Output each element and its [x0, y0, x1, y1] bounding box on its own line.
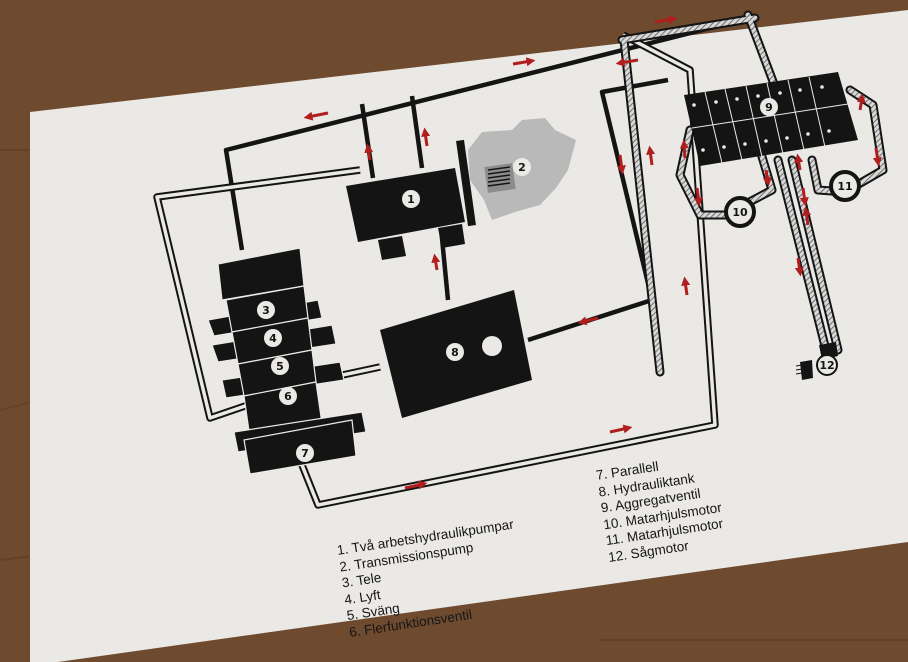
- pipe-main-top: [223, 15, 751, 251]
- arrow: [856, 93, 866, 111]
- arrow: [431, 253, 441, 271]
- badge-2: 2: [513, 158, 531, 176]
- arrow: [681, 276, 691, 296]
- badge-12: 12: [816, 354, 838, 376]
- svg-text:1: 1: [407, 193, 415, 206]
- arrow: [872, 147, 882, 167]
- arrow: [646, 145, 656, 166]
- arrow: [802, 206, 812, 226]
- svg-text:2: 2: [518, 161, 526, 174]
- arrow: [693, 187, 703, 207]
- badge-3: 3: [257, 301, 275, 319]
- arrow: [615, 57, 639, 67]
- svg-text:3: 3: [262, 304, 270, 317]
- arrow: [616, 154, 626, 175]
- svg-text:9: 9: [765, 101, 773, 114]
- arrow: [421, 127, 431, 147]
- svg-text:8: 8: [451, 346, 459, 359]
- pipe-to-pump1-mid: [409, 95, 425, 169]
- badge-9: 9: [760, 98, 778, 116]
- arrow: [679, 139, 689, 159]
- legend-column-2: 7. Parallell 8. Hydrauliktank 9. Aggrega…: [595, 450, 728, 566]
- svg-text:7: 7: [301, 447, 309, 460]
- arrow: [762, 169, 772, 187]
- arrow: [794, 257, 804, 277]
- badge-8: 8: [446, 343, 464, 361]
- pipe-to-pump1-left: [359, 103, 376, 179]
- arrow: [512, 57, 536, 67]
- svg-text:6: 6: [284, 390, 292, 403]
- number-badges: 1 2 3 4 5 6 7 8 9 10 11 12: [257, 98, 853, 462]
- arrow: [364, 143, 374, 161]
- arrow: [799, 187, 809, 207]
- arrow: [404, 480, 428, 490]
- flow-arrows: [303, 15, 882, 490]
- svg-text:12: 12: [819, 359, 834, 372]
- badge-4: 4: [264, 329, 282, 347]
- label-10: 10: [732, 206, 748, 219]
- arrow: [794, 153, 804, 171]
- component-9-aggregate-valve: [684, 72, 858, 166]
- badge-7: 7: [296, 444, 314, 462]
- svg-text:4: 4: [269, 332, 277, 345]
- svg-text:5: 5: [276, 360, 284, 373]
- component-11-feed-motor: [829, 170, 861, 202]
- badge-5: 5: [271, 357, 289, 375]
- badge-6: 6: [279, 387, 297, 405]
- component-10-feed-motor: [724, 196, 756, 228]
- badge-1: 1: [402, 190, 420, 208]
- arrow: [654, 15, 678, 25]
- arrow: [577, 316, 599, 326]
- label-11: 11: [837, 180, 852, 193]
- arrow: [609, 424, 633, 434]
- arrow: [303, 111, 329, 121]
